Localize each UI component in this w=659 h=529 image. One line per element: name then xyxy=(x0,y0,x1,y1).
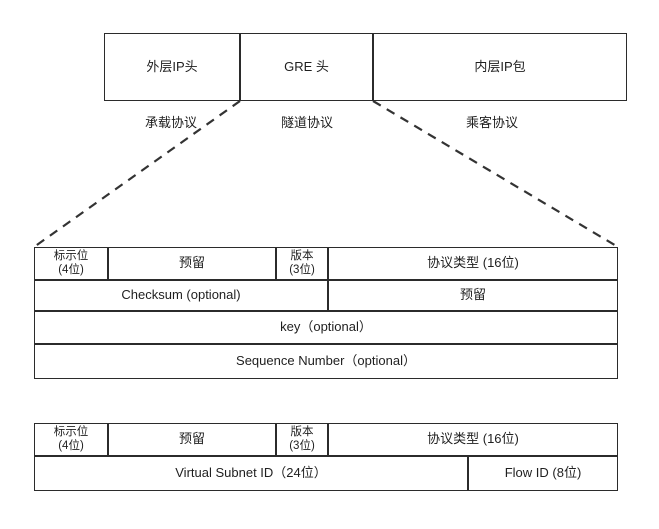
gre-field-sequence-number: Sequence Number（optional） xyxy=(34,344,618,379)
caption-passenger-protocol: 乘客协议 xyxy=(466,115,519,130)
nvgre-field-flags: 标示位 (4位) xyxy=(34,423,108,456)
packet-cell-gre-header: GRE 头 xyxy=(240,33,373,101)
nvgre-field-protocol-type: 协议类型 (16位) xyxy=(328,423,618,456)
gre-field-reserved-2: 预留 xyxy=(328,280,618,311)
gre-field-version: 版本 (3位) xyxy=(276,247,328,280)
gre-field-flags: 标示位 (4位) xyxy=(34,247,108,280)
packet-cell-outer-ip-header: 外层IP头 xyxy=(104,33,240,101)
nvgre-field-version: 版本 (3位) xyxy=(276,423,328,456)
packet-cell-inner-ip-packet: 内层IP包 xyxy=(373,33,627,101)
gre-field-key: key（optional） xyxy=(34,311,618,344)
nvgre-field-virtual-subnet-id: Virtual Subnet ID（24位） xyxy=(34,456,468,491)
nvgre-field-flow-id: Flow ID (8位) xyxy=(468,456,618,491)
gre-field-protocol-type: 协议类型 (16位) xyxy=(328,247,618,280)
caption-bearer-protocol: 承载协议 xyxy=(145,115,198,130)
gre-field-checksum: Checksum (optional) xyxy=(34,280,328,311)
caption-tunnel-protocol: 隧道协议 xyxy=(280,115,333,130)
nvgre-field-reserved: 预留 xyxy=(108,423,276,456)
gre-field-reserved: 预留 xyxy=(108,247,276,280)
connector-line-left xyxy=(33,100,241,248)
